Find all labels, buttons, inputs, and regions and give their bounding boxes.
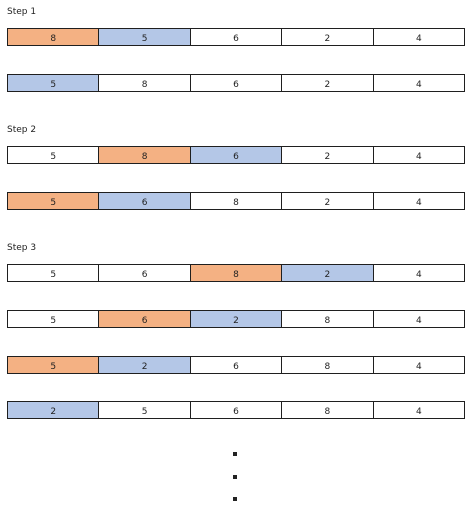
array-cell: 5 — [8, 147, 99, 163]
array-cell: 5 — [8, 265, 99, 281]
array-cell: 2 — [98, 357, 190, 373]
ellipsis-dot — [233, 497, 237, 501]
array-cell: 2 — [8, 402, 99, 418]
array-cell: 4 — [372, 265, 465, 281]
array-cell: 8 — [281, 402, 373, 418]
array-cell: 5 — [98, 402, 190, 418]
array-cell: 4 — [372, 193, 465, 209]
array-cell: 8 — [98, 147, 190, 163]
array-cell: 4 — [372, 29, 465, 45]
array-cell: 6 — [189, 402, 282, 418]
array-cell: 5 — [8, 311, 99, 327]
array-cell: 6 — [98, 265, 190, 281]
step-label-1: Step 1 — [7, 7, 37, 17]
array-cell: 4 — [372, 357, 465, 373]
array-cell: 8 — [98, 75, 190, 91]
array-cell: 5 — [8, 357, 99, 373]
array-cell: 2 — [281, 147, 373, 163]
array-cell: 4 — [372, 147, 465, 163]
array-cell: 2 — [281, 193, 373, 209]
array-cell: 2 — [281, 29, 373, 45]
array-cell: 5 — [8, 193, 99, 209]
array-cell: 6 — [189, 147, 282, 163]
array-cell: 6 — [189, 29, 282, 45]
array-cell: 8 — [8, 29, 99, 45]
array-cell: 8 — [281, 357, 373, 373]
array-cell: 4 — [372, 75, 465, 91]
array-cell: 8 — [189, 193, 282, 209]
ellipsis-dot — [233, 475, 237, 479]
array-cell: 4 — [372, 311, 465, 327]
array-cell: 6 — [189, 75, 282, 91]
step-label-3: Step 3 — [7, 243, 37, 253]
array-cell: 8 — [281, 311, 373, 327]
array-cell: 6 — [98, 193, 190, 209]
array-cell: 8 — [189, 265, 282, 281]
array-cell: 6 — [98, 311, 190, 327]
array-cell: 4 — [372, 402, 465, 418]
array-cell: 5 — [8, 75, 99, 91]
array-cell: 2 — [189, 311, 282, 327]
array-cell: 2 — [281, 265, 373, 281]
array-cell: 5 — [98, 29, 190, 45]
step-label-2: Step 2 — [7, 125, 37, 135]
array-cell: 6 — [189, 357, 282, 373]
ellipsis-dot — [233, 452, 237, 456]
array-cell: 2 — [281, 75, 373, 91]
